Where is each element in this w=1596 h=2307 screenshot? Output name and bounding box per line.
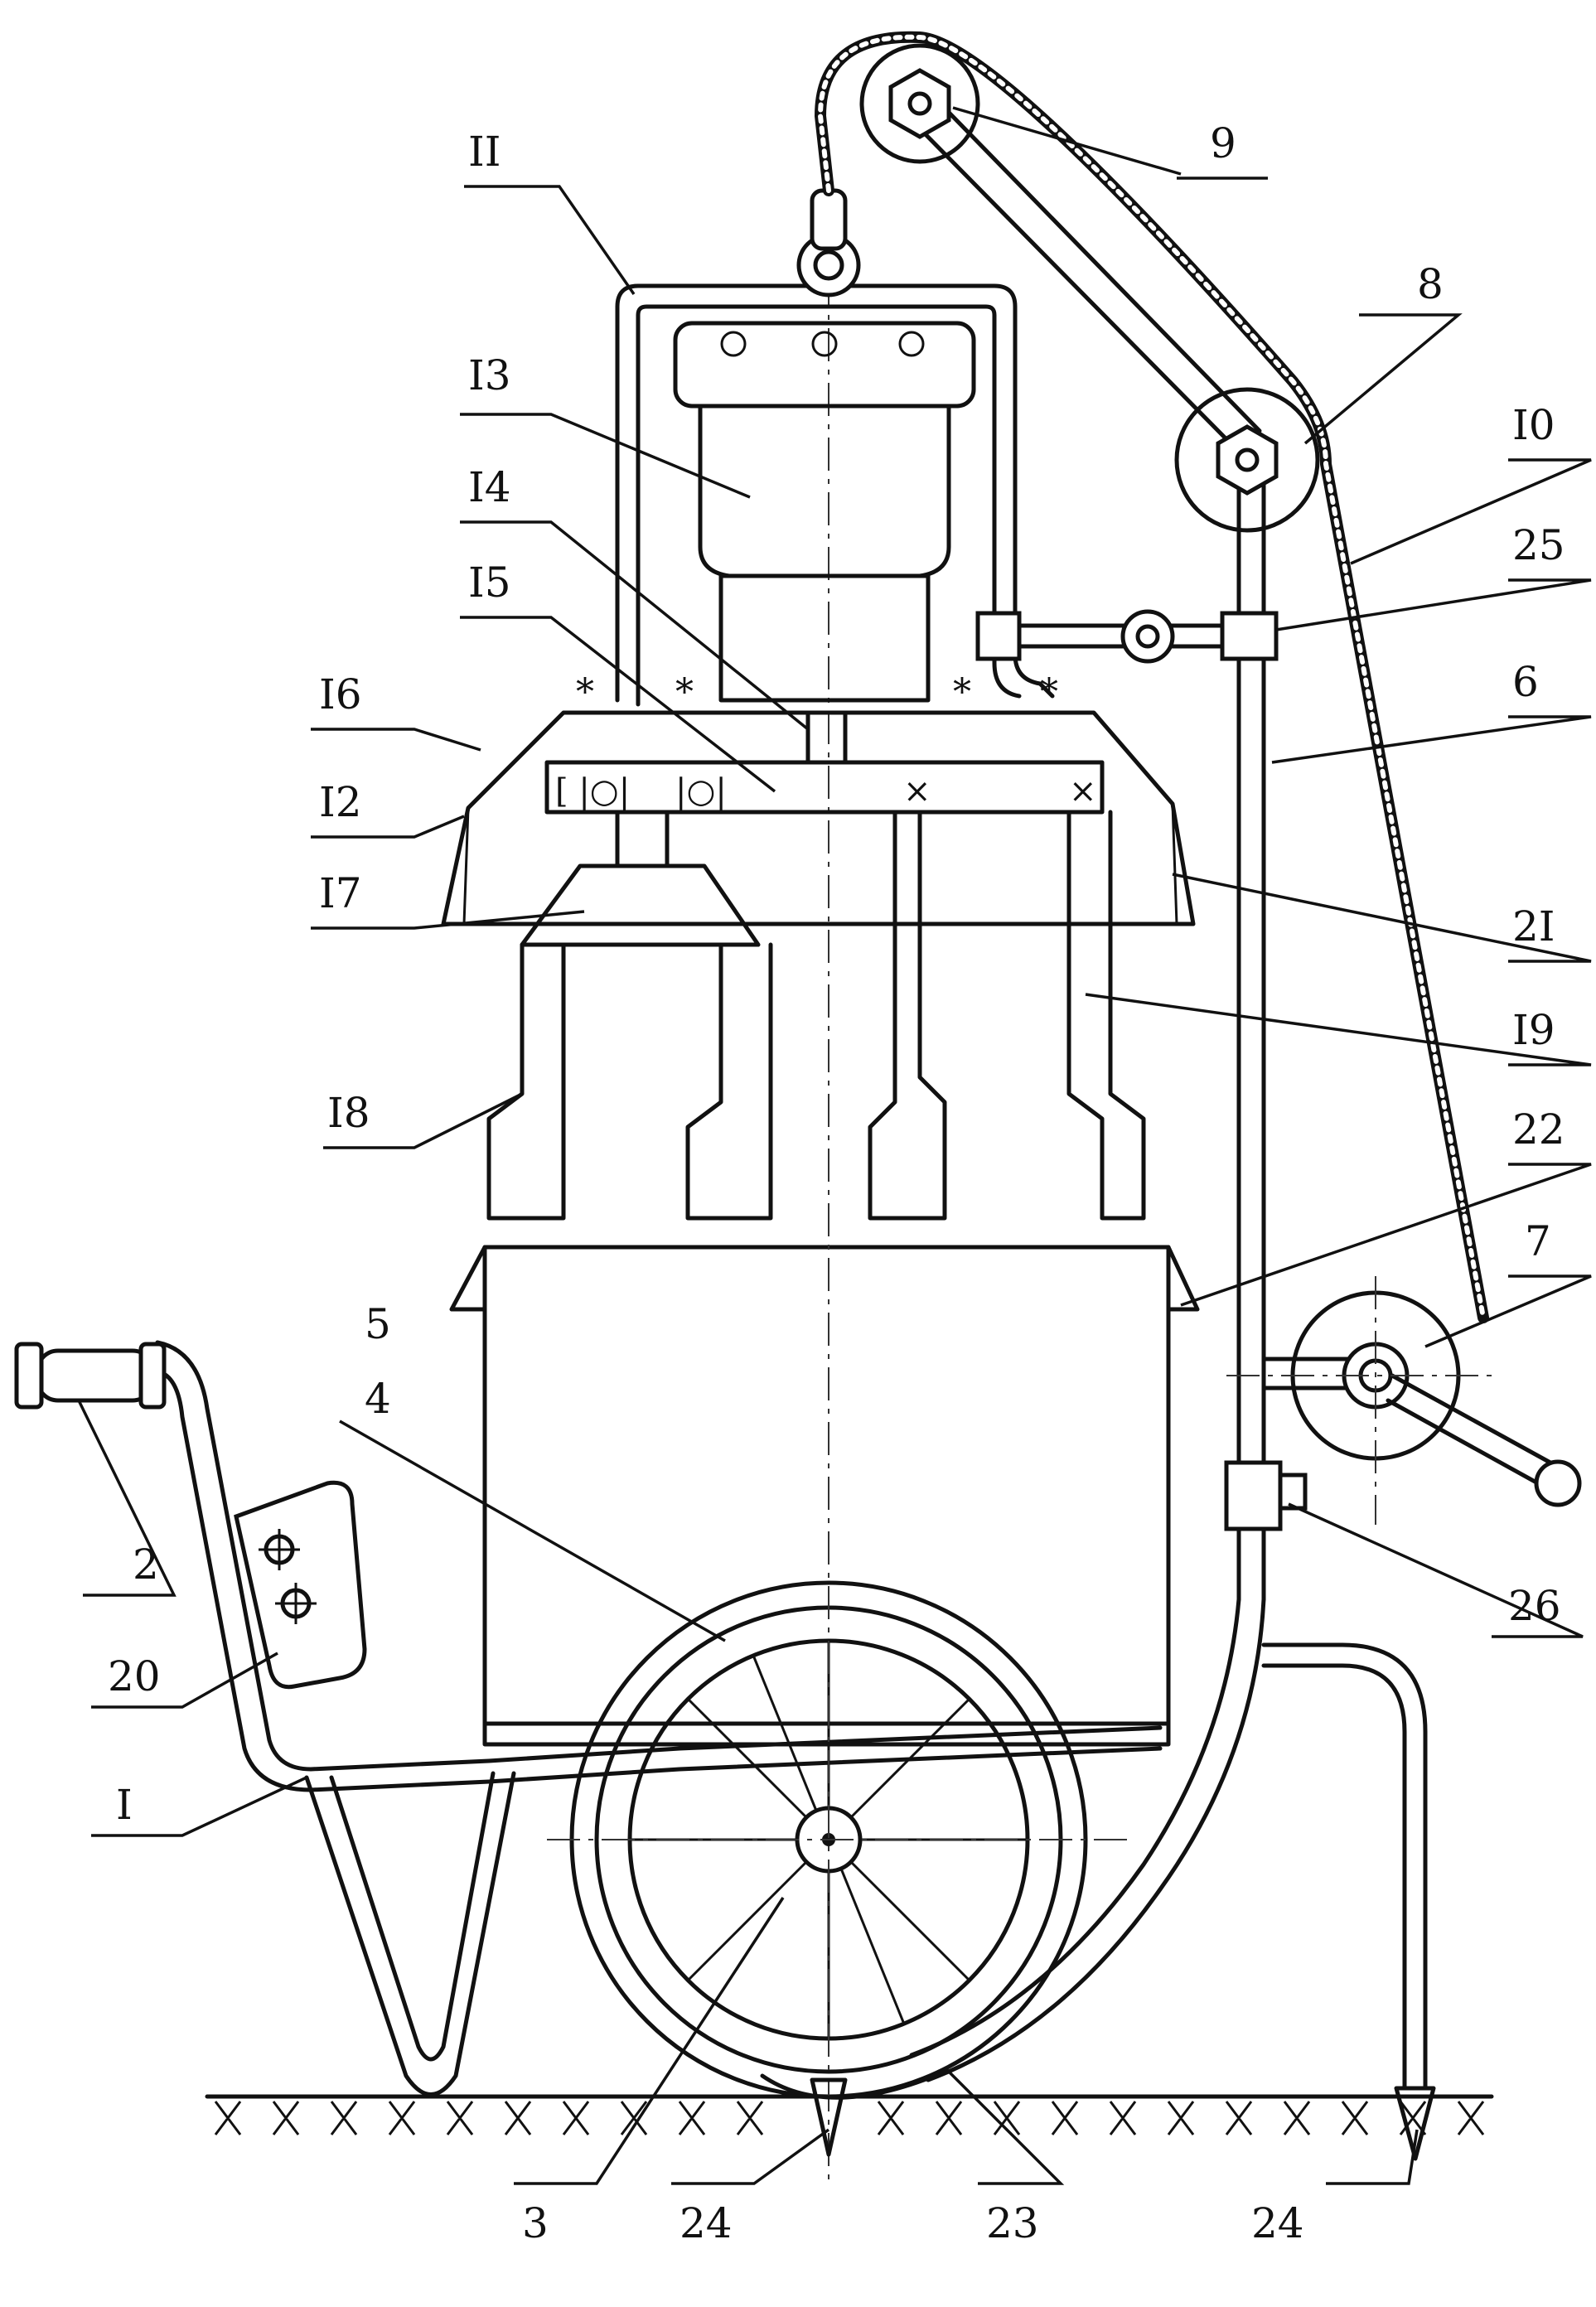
- label-9: 9: [1210, 119, 1236, 167]
- bucket: [449, 1245, 1200, 1747]
- svg-text:*: *: [953, 671, 971, 713]
- label-8: 8: [1417, 260, 1444, 308]
- label-22: 22: [1512, 1105, 1565, 1154]
- clamp-25: [975, 609, 1279, 664]
- label-25: 25: [1512, 521, 1565, 569]
- pulley-9: [859, 43, 980, 164]
- lifting-bracket: [615, 188, 1055, 707]
- label-6: 6: [1512, 658, 1539, 706]
- right-leg: [1261, 1642, 1436, 2161]
- cutters: [486, 810, 1146, 1221]
- spike-front: [760, 2069, 947, 2157]
- label-4: 4: [365, 1375, 391, 1423]
- clamp-26: [1224, 1460, 1308, 1531]
- label-I3: I3: [468, 351, 511, 399]
- label-7: 7: [1525, 1217, 1551, 1265]
- svg-text:×: ×: [1069, 772, 1097, 810]
- pulley-8: [1174, 387, 1320, 533]
- rope: [815, 31, 1489, 1323]
- svg-text:×: ×: [903, 772, 931, 810]
- label-26: 26: [1508, 1582, 1561, 1630]
- mast: [909, 478, 1266, 2082]
- label-24-rear: 24: [1251, 2199, 1304, 2247]
- label-I4: I4: [468, 463, 511, 511]
- housing: [ |○| |○| × × * * * *: [441, 671, 1196, 926]
- pulley-arm: [905, 89, 1262, 442]
- label-I0: I0: [1512, 401, 1555, 449]
- rear-stand: [304, 1771, 516, 2097]
- svg-text:*: *: [1040, 671, 1058, 713]
- label-I6: I6: [319, 670, 362, 718]
- label-I9: I9: [1512, 1006, 1555, 1054]
- frame-handle: [155, 1340, 1163, 1792]
- label-3: 3: [522, 2199, 549, 2247]
- label-I7: I7: [319, 869, 362, 917]
- label-II: II: [468, 128, 501, 176]
- label-24-front: 24: [680, 2199, 733, 2247]
- label-2I: 2I: [1512, 902, 1555, 950]
- winch-7: [1226, 1276, 1582, 1525]
- svg-text:[ |○|: [ |○|: [555, 772, 630, 810]
- label-I: I: [116, 1781, 133, 1829]
- label-I8: I8: [327, 1089, 370, 1137]
- callout-labels: II 9 8 I3 I0 I4 25 I5 I6 6 I2 2I I7 I9 I…: [108, 119, 1565, 2247]
- label-20: 20: [108, 1652, 161, 1700]
- label-I5: I5: [468, 559, 511, 607]
- leader-lines: [77, 106, 1592, 2185]
- label-5: 5: [365, 1300, 391, 1348]
- ground: [205, 2094, 1494, 2135]
- control-plate: [234, 1480, 367, 1690]
- svg-text:*: *: [675, 671, 694, 713]
- svg-text:|○|: |○|: [675, 772, 727, 810]
- label-23: 23: [986, 2199, 1039, 2247]
- hand-grip: [14, 1342, 167, 1410]
- motor: [673, 321, 976, 703]
- svg-text:*: *: [576, 671, 594, 713]
- label-I2: I2: [319, 778, 362, 826]
- label-2: 2: [133, 1540, 159, 1589]
